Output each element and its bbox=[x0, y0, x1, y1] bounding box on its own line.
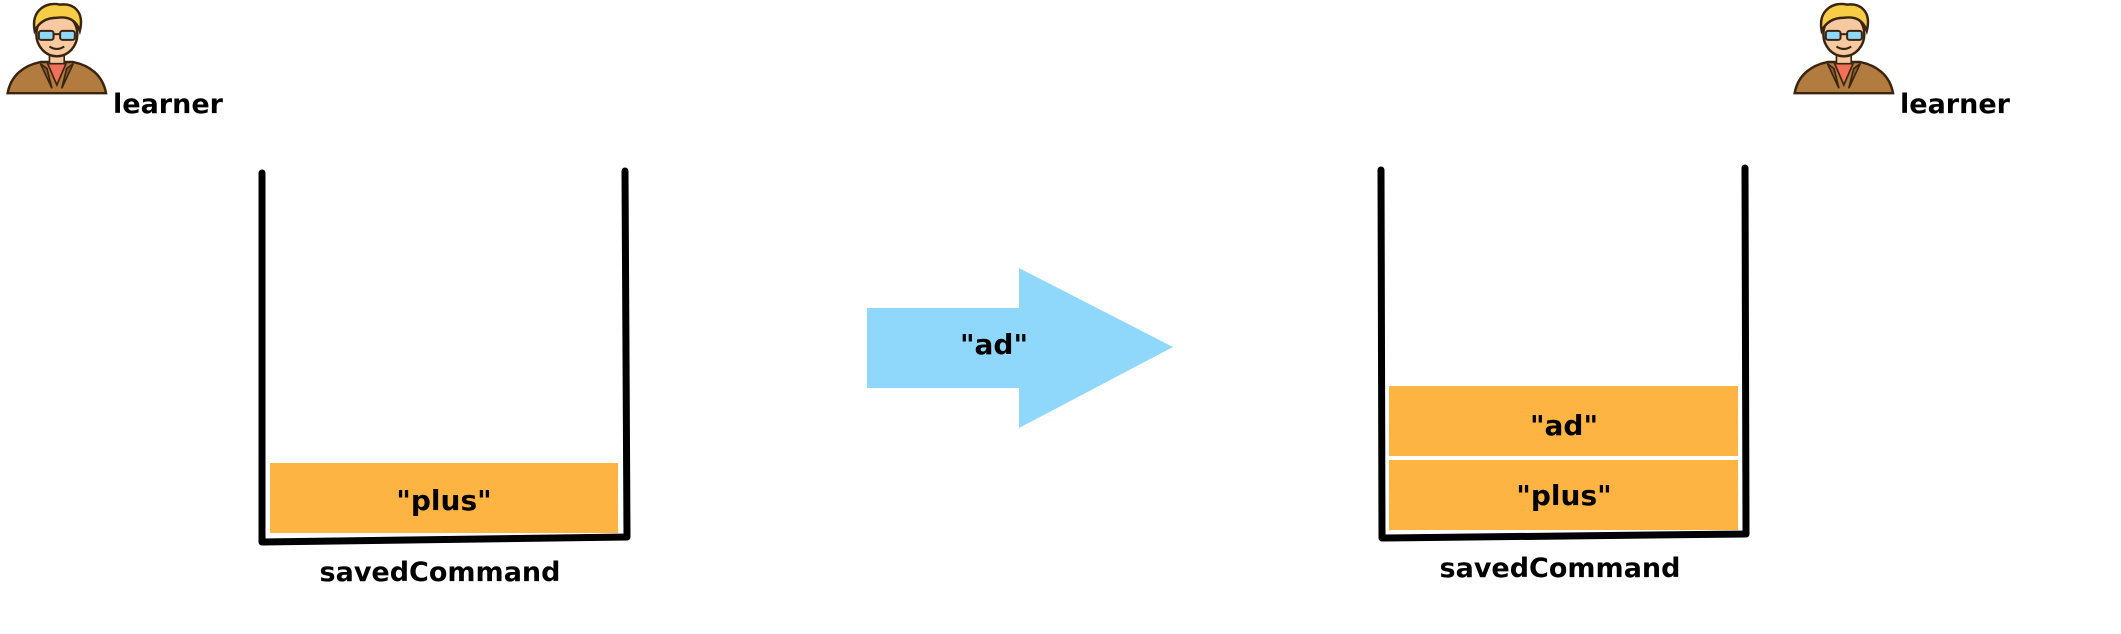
right-stack-item-plus-label: "plus" bbox=[1516, 479, 1611, 512]
push-arrow-label: "ad" bbox=[960, 328, 1028, 361]
left-stack: "plus" savedCommand bbox=[258, 167, 631, 588]
right-stack: "ad" "plus" savedCommand bbox=[1377, 164, 1750, 584]
left-stack-container bbox=[258, 167, 631, 546]
push-arrow-shape bbox=[867, 268, 1173, 428]
left-stack-label: savedCommand bbox=[320, 557, 561, 588]
user-avatar-icon bbox=[1793, 2, 1895, 95]
left-user: learner bbox=[6, 2, 224, 120]
user-avatar-icon bbox=[6, 2, 108, 95]
left-stack-item-plus bbox=[270, 463, 618, 533]
push-arrow: "ad" bbox=[867, 268, 1173, 428]
right-stack-item-plus bbox=[1389, 460, 1738, 530]
right-stack-item-ad-label: "ad" bbox=[1530, 409, 1598, 442]
right-user-label: learner bbox=[1900, 89, 2011, 120]
right-stack-container bbox=[1377, 164, 1750, 542]
left-user-label: learner bbox=[113, 89, 224, 120]
left-stack-item-plus-label: "plus" bbox=[396, 484, 491, 517]
right-stack-item-ad bbox=[1389, 386, 1738, 456]
right-user: learner bbox=[1793, 2, 2011, 120]
right-stack-label: savedCommand bbox=[1440, 553, 1681, 584]
